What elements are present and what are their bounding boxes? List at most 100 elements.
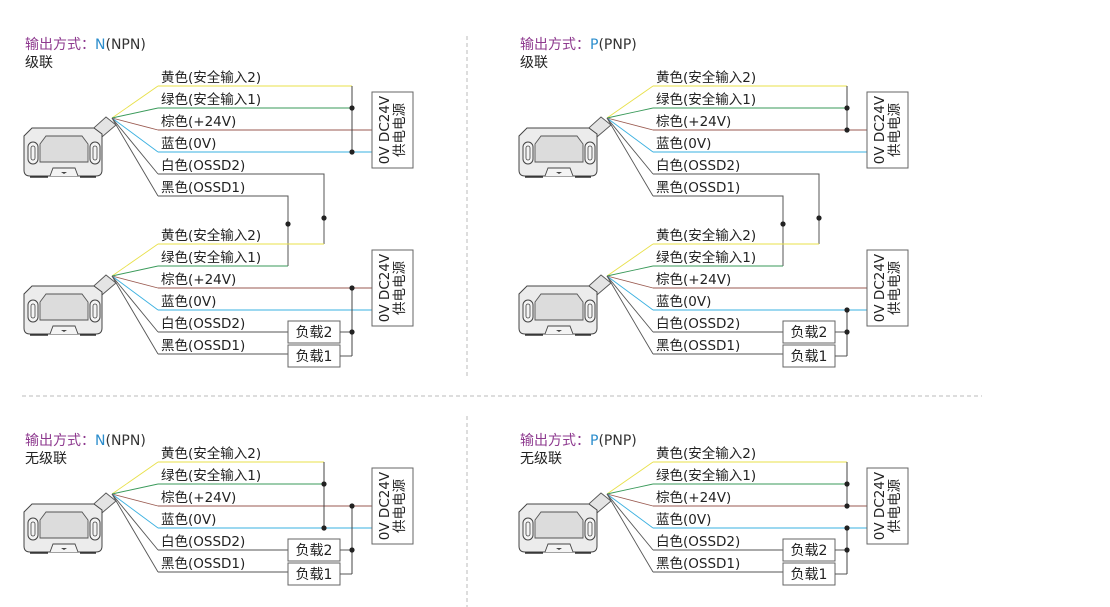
lens-left-inner — [525, 303, 531, 319]
title-suffix: (NPN) — [105, 37, 145, 53]
wire-label-blue: 蓝色(0V) — [161, 135, 216, 152]
title-prefix: 输出方式： — [25, 433, 95, 449]
sensor-window — [39, 511, 89, 539]
wire-black-ossd1 — [158, 195, 289, 266]
diagram-subtitle: 级联 — [25, 55, 53, 71]
lens-left-inner — [30, 303, 36, 319]
junction-dot — [780, 221, 786, 227]
junction-dot — [816, 215, 822, 221]
wire-label-blue: 蓝色(0V) — [656, 293, 711, 310]
diagram-subtitle: 无级联 — [520, 451, 562, 467]
power-supply-frame — [371, 91, 414, 169]
wire-blue-fan — [111, 117, 159, 153]
lens-left-inner — [30, 145, 36, 161]
sensor-device-icon — [23, 116, 117, 178]
title-code: P — [590, 433, 598, 449]
lens-left-inner — [30, 521, 36, 537]
title-suffix: (PNP) — [598, 37, 636, 53]
diagram-title: 输出方式：N(NPN) — [25, 37, 146, 53]
lens-right — [89, 517, 101, 541]
junction-dot — [349, 503, 355, 509]
sensor-window — [534, 511, 584, 539]
wire-label-white: 白色(OSSD2) — [161, 315, 245, 332]
sensor-tab-arrow — [61, 548, 67, 550]
wire-green-fan — [111, 107, 159, 119]
lens-right-inner — [587, 145, 593, 161]
lens-left — [522, 141, 534, 165]
junction-dot — [349, 105, 355, 111]
wire-label-yellow: 黄色(安全输入2) — [161, 445, 261, 462]
sensor-tab-arrow — [61, 172, 67, 174]
power-supply-voltage-label: 0V DC24V — [377, 471, 393, 540]
power-supply-frame — [371, 467, 414, 545]
wire-yellow-fan — [606, 85, 654, 119]
power-supply-name-label: 供电电源 — [392, 103, 408, 157]
sensor-tab-arrow — [556, 330, 562, 332]
wire-green-fan — [606, 483, 654, 495]
wire-black-fan — [606, 493, 654, 573]
wire-yellow-fan — [111, 461, 159, 495]
power-supply-frame — [866, 467, 909, 545]
wire-label-black: 黑色(OSSD1) — [161, 179, 245, 196]
diagram-panel-pnp-cascade: 输出方式：P(PNP)级联黄色(安全输入2)绿色(安全输入1)棕色(+24V)蓝… — [518, 37, 909, 368]
wire-white-fan — [606, 493, 654, 551]
diagram-subtitle: 级联 — [520, 55, 548, 71]
wire-blue-fan — [111, 275, 159, 311]
sensor-window — [534, 293, 584, 321]
wire-brown-fan — [111, 117, 159, 131]
wire-black-fan — [111, 275, 159, 355]
power-supply-frame — [866, 91, 909, 169]
junction-dot — [349, 547, 355, 553]
wire-brown-fan — [606, 493, 654, 507]
junction-dot — [844, 481, 850, 487]
load1-label: 负载1 — [791, 349, 828, 365]
wire-label-white: 白色(OSSD2) — [656, 315, 740, 332]
power-supply-name-label: 供电电源 — [887, 479, 903, 533]
diagram-panel-pnp-no-cascade: 输出方式：P(PNP)无级联黄色(安全输入2)绿色(安全输入1)棕色(+24V)… — [518, 433, 909, 586]
wire-label-brown: 棕色(+24V) — [161, 489, 236, 506]
wire-black-fan — [606, 275, 654, 355]
wire-label-green: 绿色(安全输入1) — [656, 249, 756, 266]
wire-label-white: 白色(OSSD2) — [161, 533, 245, 550]
junction-dot — [844, 329, 850, 335]
power-supply-voltage-label: 0V DC24V — [872, 471, 888, 540]
wire-white-ossd2 — [653, 173, 820, 244]
sensor-tab-arrow — [556, 548, 562, 550]
power-supply-name-label: 供电电源 — [392, 479, 408, 533]
diagram-title: 输出方式：P(PNP) — [520, 37, 637, 53]
wire-label-blue: 蓝色(0V) — [161, 511, 216, 528]
wire-brown-fan — [111, 493, 159, 507]
wire-label-blue: 蓝色(0V) — [161, 293, 216, 310]
wire-black-fan — [111, 493, 159, 573]
title-code: N — [95, 433, 105, 449]
wire-white-fan — [111, 117, 159, 175]
load-boxes: 负载2 负载1 — [287, 538, 341, 586]
junction-dot — [321, 525, 327, 531]
wire-green-fan — [606, 107, 654, 119]
junction-dot — [844, 127, 850, 133]
wire-yellow-fan — [111, 243, 159, 277]
load2-label: 负载2 — [791, 325, 828, 341]
load1-label: 负载1 — [296, 567, 333, 583]
wire-label-brown: 棕色(+24V) — [161, 113, 236, 130]
power-supply-name-label: 供电电源 — [887, 261, 903, 315]
lens-right — [584, 299, 596, 323]
wire-label-black: 黑色(OSSD1) — [656, 555, 740, 572]
diagram-subtitle: 无级联 — [25, 451, 67, 467]
lens-right-inner — [92, 521, 98, 537]
diagram-panel-npn-cascade: 输出方式：N(NPN)级联黄色(安全输入2)绿色(安全输入1)棕色(+24V)蓝… — [23, 37, 414, 368]
wire-label-black: 黑色(OSSD1) — [656, 179, 740, 196]
wire-brown-fan — [606, 275, 654, 289]
lens-left-inner — [525, 521, 531, 537]
load2-label: 负载2 — [296, 543, 333, 559]
lens-left — [522, 299, 534, 323]
wire-label-green: 绿色(安全输入1) — [161, 91, 261, 108]
junction-dot — [321, 215, 327, 221]
wire-yellow-fan — [606, 243, 654, 277]
wire-green-fan — [111, 483, 159, 495]
sensor-tab-arrow — [556, 172, 562, 174]
sensor-window — [39, 293, 89, 321]
